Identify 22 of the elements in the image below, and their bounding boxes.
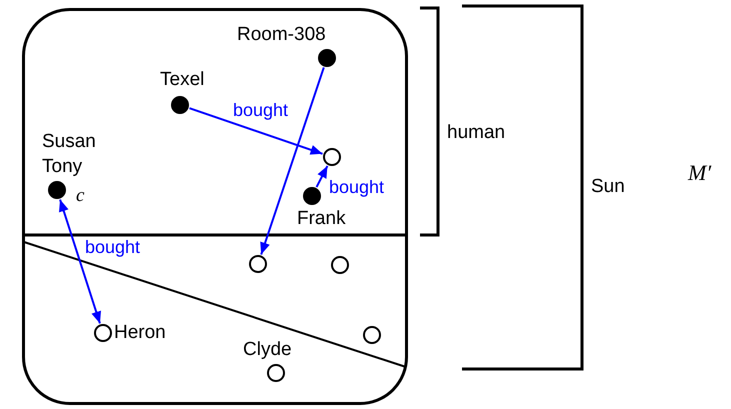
element-name: Susan (42, 131, 96, 153)
hollow-point (323, 148, 341, 166)
hollow-point (249, 255, 267, 273)
element-name: Heron (114, 322, 166, 344)
arrow (316, 165, 328, 188)
arrow (58, 199, 102, 324)
arrow (189, 107, 323, 155)
hollow-point (363, 326, 381, 344)
edge-label: bought (328, 177, 386, 197)
hollow-point (331, 256, 349, 274)
model-symbol: M′ (688, 160, 712, 186)
constant-symbol: c (76, 185, 84, 207)
edge-label: bought (232, 100, 290, 120)
element-name: Tony (42, 156, 82, 178)
element-name: Frank (297, 208, 346, 230)
element-name: Texel (160, 69, 204, 91)
element-name: Room-308 (237, 24, 326, 46)
arrow (260, 67, 325, 255)
predicate-name: human (447, 122, 506, 144)
element-name: Clyde (243, 339, 292, 361)
edge-label: bought (84, 237, 142, 257)
predicate-name: Sun (591, 176, 625, 198)
